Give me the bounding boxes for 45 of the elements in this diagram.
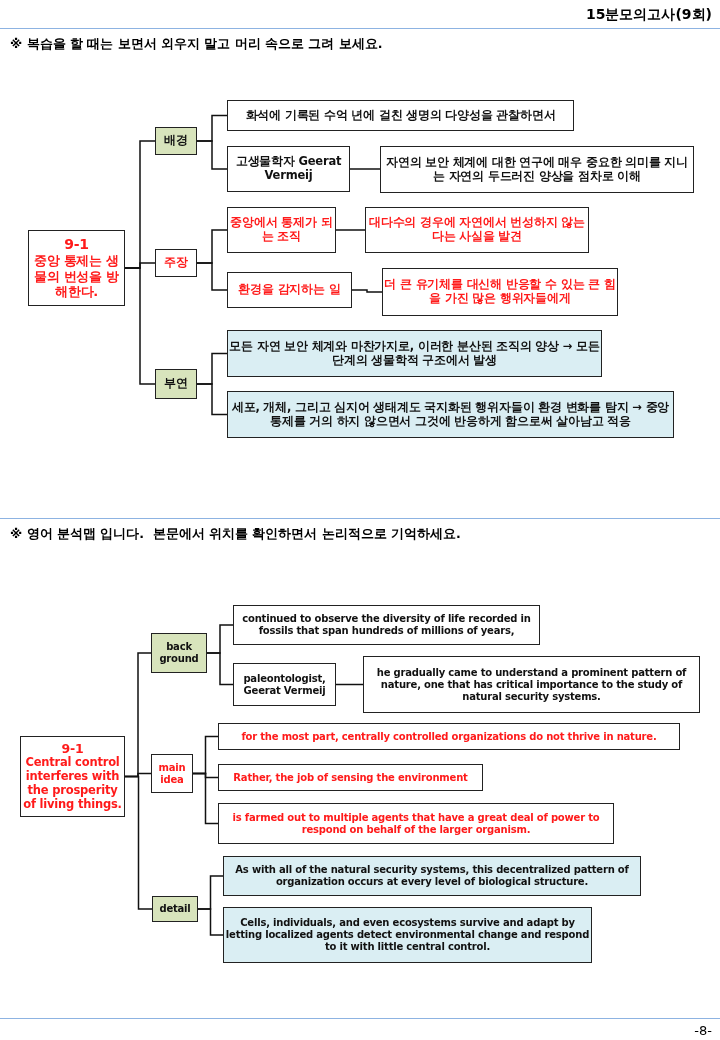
instruction-note: ※ 복습을 할 때는 보면서 외우지 말고 머리 속으로 그려 보세요. xyxy=(10,36,383,53)
connector-line xyxy=(196,140,228,170)
instruction-note: ※ 영어 분석맵 입니다. 본문에서 위치를 확인하면서 논리적으로 기억하세요. xyxy=(10,526,461,543)
text-box: 대다수의 경우에 자연에서 번성하지 않는다는 사실을 발견 xyxy=(365,207,589,253)
connector-line xyxy=(196,262,228,291)
text-box: 세포, 개체, 그리고 심지어 생태계도 국지화된 행위자들이 환경 변화를 탐지 → 중앙 통제를 거의 하지 않으면서 그것에 반응하게 함으로써 살아남고 적응 xyxy=(227,391,674,438)
topic-box xyxy=(20,736,125,817)
topic-number: 9-1 xyxy=(61,741,84,757)
text-box: 더 큰 유기체를 대신해 반응할 수 있는 큰 힘을 가진 많은 행위자들에게 xyxy=(382,268,618,316)
text-box: As with all of the natural security systems, this decentralized pattern of organization occurs at every level of biological structure. xyxy=(223,856,641,896)
page-header-text: 15분모의고사(9회) xyxy=(585,6,712,24)
category-box: main idea xyxy=(151,754,193,793)
text-box: Rather, the job of sensing the environment xyxy=(218,764,483,791)
text-box: 고생물학자 Geerat Vermeij xyxy=(227,146,350,192)
category-box: back ground xyxy=(151,633,207,673)
connector-line xyxy=(206,652,234,686)
category-box: 부연 xyxy=(155,369,197,399)
connector-line xyxy=(124,267,156,385)
text-box: for the most part, centrally controlled organizations do not thrive in nature. xyxy=(218,723,680,750)
connector-line xyxy=(124,775,153,910)
text-box: he gradually came to understand a prominent pattern of nature, one that has critical importance to the study of natural security systems. xyxy=(363,656,700,713)
text-box: 화석에 기록된 수억 년에 걸친 생명의 다양성을 관찰하면서 xyxy=(227,100,574,131)
text-box: 자연의 보안 체계에 대한 연구에 매우 중요한 의미를 지니는 자연의 두드러진 양상을 점차로 이해 xyxy=(380,146,694,193)
connector-line xyxy=(349,168,381,170)
topic-text: Central control interferes with the prosperity of living things. xyxy=(22,756,123,812)
topic-box xyxy=(28,230,125,306)
connector-line xyxy=(196,383,228,416)
topic-text: 중앙 통제는 생물의 번성을 방해한다. xyxy=(32,253,121,300)
category-box: detail xyxy=(152,896,198,922)
text-box: is farmed out to multiple agents that have a great deal of power to respond on behalf of the larger organism. xyxy=(218,803,614,844)
text-box: Cells, individuals, and even ecosystems survive and adapt by letting localized agents detect environmental change and respond to it with little central control. xyxy=(223,907,592,963)
connector-line xyxy=(335,683,364,686)
topic-number: 9-1 xyxy=(64,236,89,253)
category-box: 배경 xyxy=(155,127,197,155)
connector-line xyxy=(351,289,383,293)
connector-line xyxy=(197,908,224,936)
page-number: -8- xyxy=(694,1023,712,1038)
text-box: 모든 자연 보안 체계와 마찬가지로, 이러한 분산된 조직의 양상 → 모든 단계의 생물학적 구조에서 발생 xyxy=(227,330,602,377)
category-box: 주장 xyxy=(155,249,197,277)
text-box: continued to observe the diversity of life recorded in fossils that span hundreds of millions of years, xyxy=(233,605,540,645)
text-box: 중앙에서 통제가 되는 조직 xyxy=(227,207,336,253)
connector-line xyxy=(335,229,366,231)
text-box: 환경을 감지하는 일 xyxy=(227,272,352,308)
text-box: paleontologist, Geerat Vermeij xyxy=(233,663,336,706)
connector-line xyxy=(192,772,219,825)
